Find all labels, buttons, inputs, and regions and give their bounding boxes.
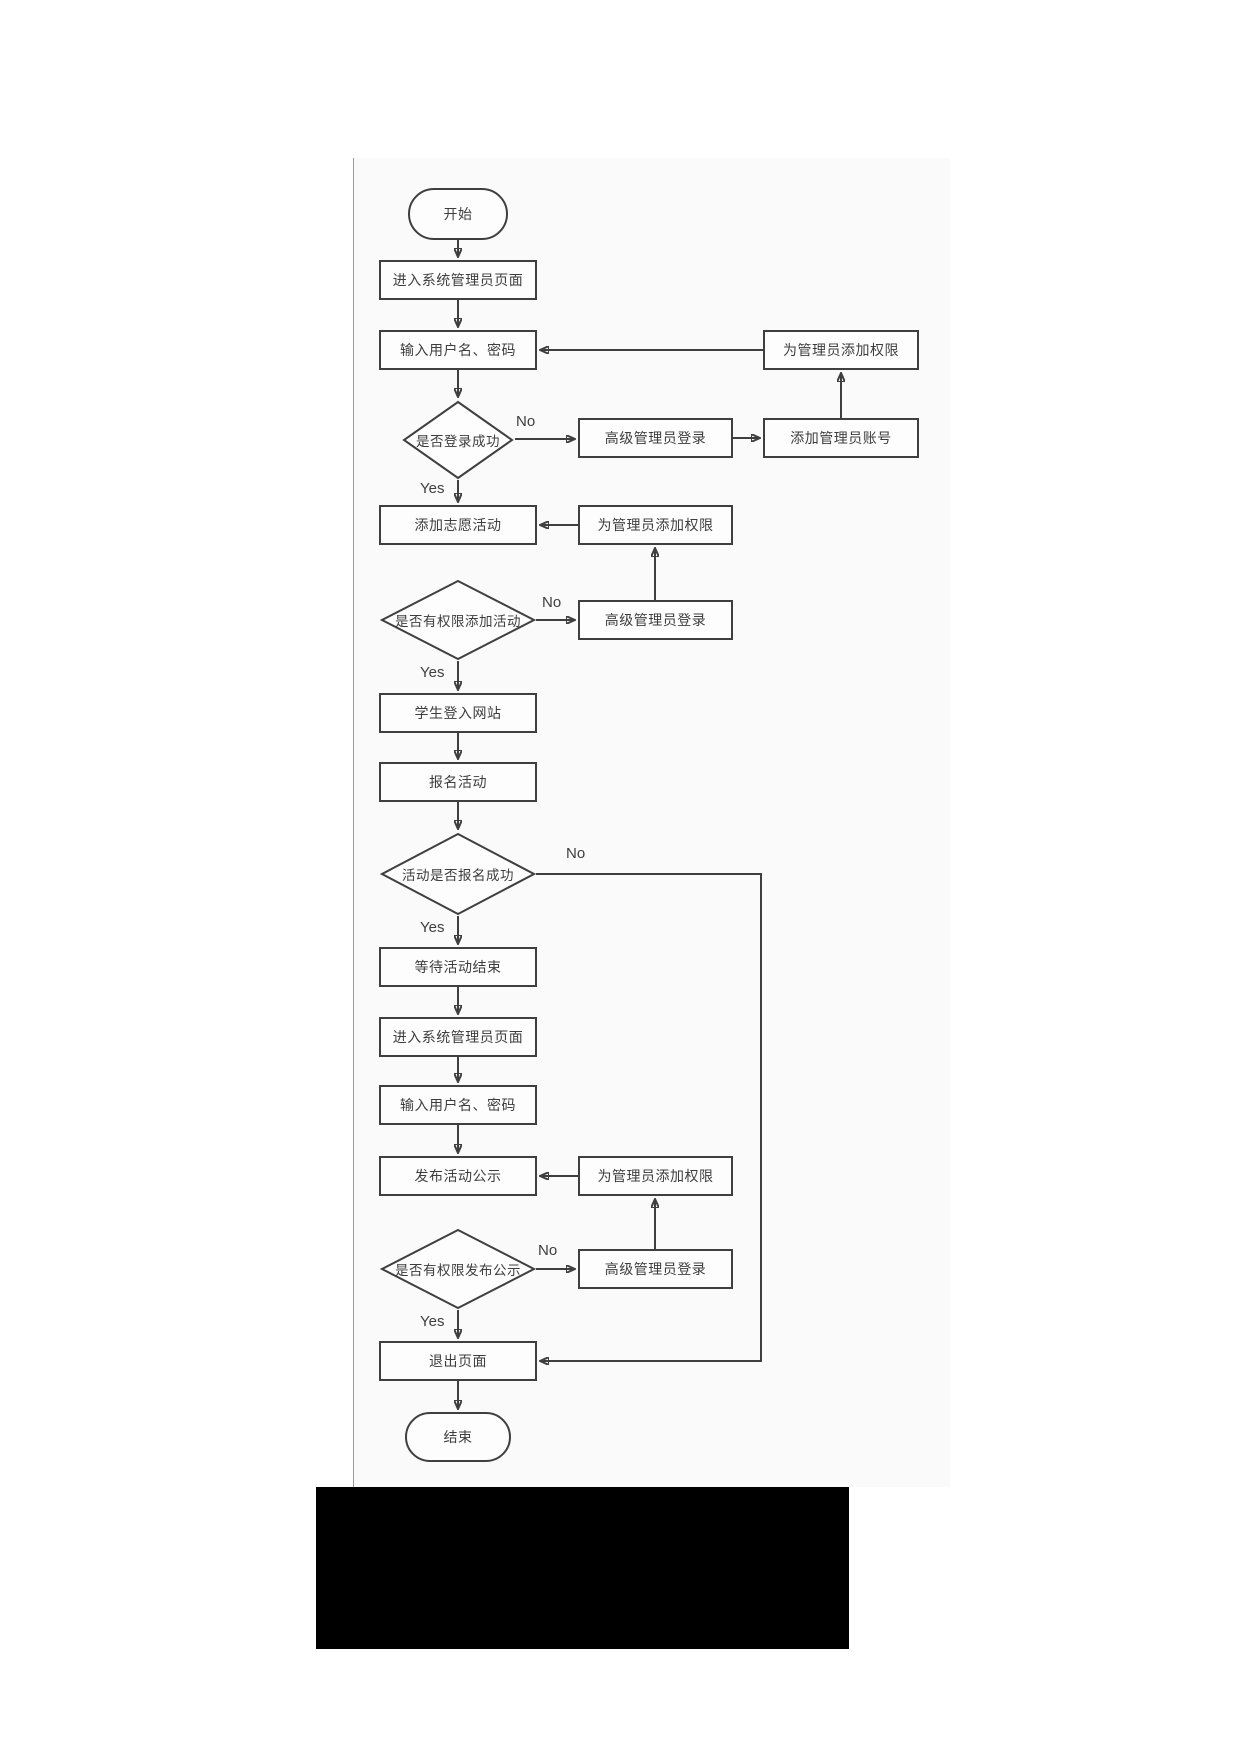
node-label: 为管理员添加权限 (597, 1168, 714, 1184)
node-enter-credentials-1: 输入用户名、密码 (379, 330, 537, 370)
node-register-activity: 报名活动 (379, 762, 537, 802)
node-label: 进入系统管理员页面 (392, 1029, 524, 1045)
node-label: 退出页面 (429, 1353, 487, 1369)
node-label: 是否登录成功 (416, 434, 500, 449)
node-label: 是否有权限发布公示 (395, 1263, 521, 1278)
node-add-volunteer-activity: 添加志愿活动 (379, 505, 537, 545)
node-label: 为管理员添加权限 (783, 342, 899, 358)
node-enter-credentials-2: 输入用户名、密码 (379, 1085, 537, 1125)
node-senior-admin-login-1: 高级管理员登录 (578, 418, 733, 458)
node-label: 结束 (443, 1429, 473, 1445)
node-label: 输入用户名、密码 (400, 1097, 516, 1113)
node-decision-permission-add-activity: 是否有权限添加活动 (380, 579, 536, 661)
node-label: 报名活动 (429, 774, 487, 790)
edge-label-publish-yes: Yes (420, 1313, 445, 1330)
diamond-shape (380, 1228, 536, 1310)
node-senior-admin-login-2: 高级管理员登录 (578, 600, 733, 640)
node-grant-permission-1: 为管理员添加权限 (763, 330, 919, 370)
node-publish-announcement: 发布活动公示 (379, 1156, 537, 1196)
node-label: 进入系统管理员页面 (392, 272, 524, 288)
edge-label-publish-no: No (538, 1242, 558, 1259)
node-end: 结束 (405, 1412, 511, 1462)
node-label: 高级管理员登录 (604, 612, 707, 628)
edge-label-login-no: No (516, 413, 536, 430)
node-decision-login-success: 是否登录成功 (402, 400, 514, 480)
node-label: 添加志愿活动 (414, 517, 502, 533)
diamond-shape (380, 579, 536, 661)
diamond-shape (402, 400, 514, 480)
diamond-shape (380, 832, 536, 916)
node-label: 为管理员添加权限 (597, 517, 714, 533)
node-label: 添加管理员账号 (790, 430, 892, 446)
node-student-login-site: 学生登入网站 (379, 693, 537, 733)
node-senior-admin-login-3: 高级管理员登录 (578, 1249, 733, 1289)
edge-label-registration-no: No (566, 845, 586, 862)
node-label: 是否有权限添加活动 (395, 614, 521, 629)
node-grant-permission-3: 为管理员添加权限 (578, 1156, 733, 1196)
edge-label-add-activity-no: No (542, 594, 562, 611)
node-grant-permission-2: 为管理员添加权限 (578, 505, 733, 545)
node-label: 高级管理员登录 (604, 1261, 707, 1277)
node-label: 开始 (443, 206, 473, 222)
diagram-panel-left-border (353, 158, 354, 1487)
node-enter-admin-page-1: 进入系统管理员页面 (379, 260, 537, 300)
edge-label-registration-yes: Yes (420, 919, 445, 936)
node-add-admin-account: 添加管理员账号 (763, 418, 919, 458)
node-exit-page: 退出页面 (379, 1341, 537, 1381)
node-label: 输入用户名、密码 (400, 342, 516, 358)
edge-label-login-yes: Yes (420, 480, 445, 497)
edge-label-add-activity-yes: Yes (420, 664, 445, 681)
node-label: 学生登入网站 (414, 705, 502, 721)
node-wait-activity-end: 等待活动结束 (379, 947, 537, 987)
node-enter-admin-page-2: 进入系统管理员页面 (379, 1017, 537, 1057)
redaction-block (316, 1487, 849, 1649)
node-label: 发布活动公示 (414, 1168, 502, 1184)
node-decision-permission-publish: 是否有权限发布公示 (380, 1228, 536, 1310)
node-label: 活动是否报名成功 (402, 868, 514, 883)
node-decision-registration-success: 活动是否报名成功 (380, 832, 536, 916)
node-start: 开始 (408, 188, 508, 240)
node-label: 等待活动结束 (414, 959, 502, 975)
node-label: 高级管理员登录 (604, 430, 707, 446)
